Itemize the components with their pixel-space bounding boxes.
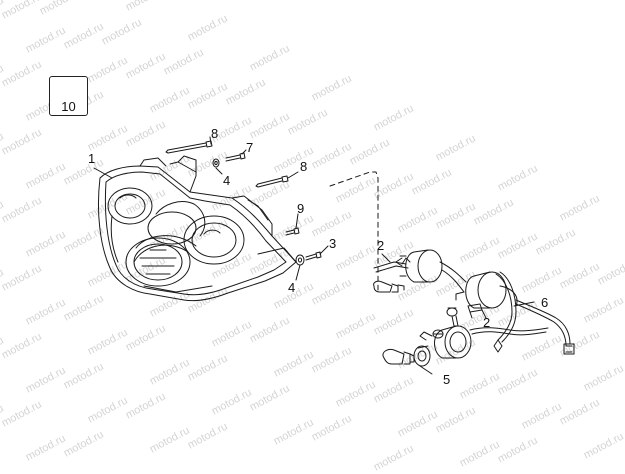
wiring-clip-bottom (467, 303, 483, 319)
bulb-socket-upper (395, 249, 467, 293)
bolt-middle (255, 175, 289, 188)
callout-4-left: 4 (223, 173, 231, 188)
leader-lines (93, 136, 535, 375)
callout-6: 6 (541, 295, 549, 310)
wiring-harness (469, 271, 575, 355)
reference-number: 10 (61, 99, 76, 114)
callout-8-top: 8 (211, 126, 219, 141)
bulb-small (373, 280, 405, 293)
callout-2-bottom: 2 (483, 315, 491, 330)
callout-5: 5 (443, 372, 451, 387)
bulb-socket-5 (382, 345, 431, 367)
washer-screw (295, 251, 322, 266)
callout-3: 3 (329, 236, 337, 251)
boundary-dashed (329, 171, 379, 291)
bolt-socket (446, 307, 459, 327)
bulb-socket-lower (419, 325, 472, 359)
reference-box: 10 (49, 76, 88, 116)
bolt-top (165, 140, 213, 154)
screw-side (285, 227, 300, 236)
washer-left (212, 158, 220, 168)
wiring-clip-top (373, 257, 411, 273)
bulb-socket-right (455, 271, 518, 309)
callout-1: 1 (88, 151, 96, 166)
headlight-assembly (98, 155, 297, 302)
callout-8-middle: 8 (300, 159, 308, 174)
callout-4-bottom: 4 (288, 280, 296, 295)
callout-9: 9 (297, 201, 305, 216)
callout-7: 7 (246, 140, 254, 155)
callout-2-top: 2 (377, 238, 385, 253)
